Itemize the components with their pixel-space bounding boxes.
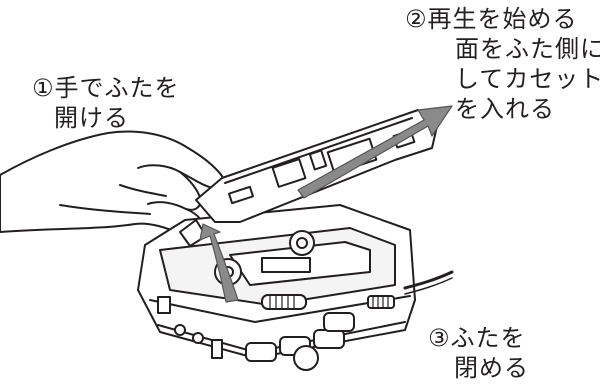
step-2-line-1: ②再生を始める (405, 5, 578, 33)
insert-cassette-arrow (297, 105, 453, 199)
step-2-line-4: を入れる (455, 95, 555, 123)
step-3-line-1: ③ふたを (428, 324, 526, 352)
step-1-label: ①手でふたを 開ける (32, 73, 180, 133)
step-1-line-2: 開ける (54, 104, 129, 132)
step-1-line-1: ①手でふたを (32, 74, 180, 102)
step-2-line-3: してカセット (455, 65, 600, 93)
step-3-line-2: 閉める (454, 354, 529, 382)
step-2-label: ②再生を始める 面をふた側に してカセット を入れる (405, 4, 600, 124)
open-lid-arrow (199, 223, 239, 303)
cassette-lid-open (179, 109, 439, 247)
hand-illustration (0, 130, 225, 239)
step-2-line-2: 面をふた側に (455, 35, 600, 63)
step-3-label: ③ふたを 閉める (428, 323, 529, 383)
